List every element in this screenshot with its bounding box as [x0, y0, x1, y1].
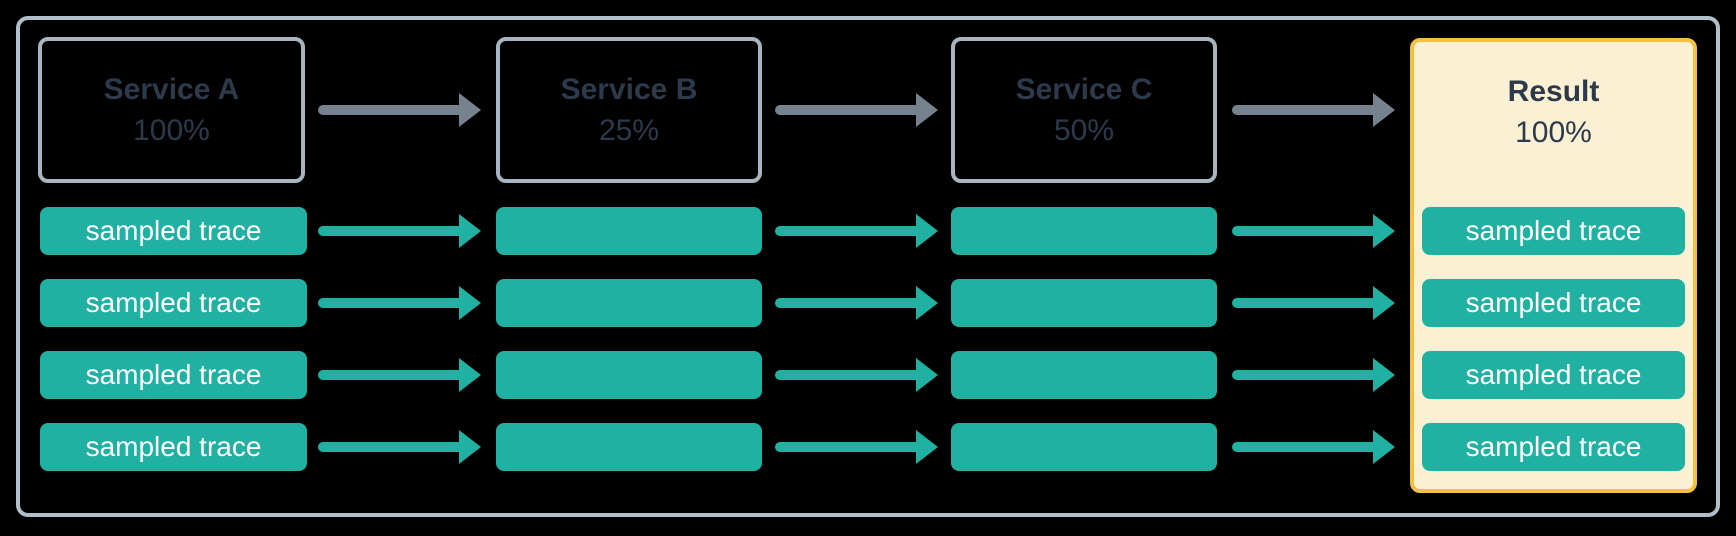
trace-arrow-icon — [775, 357, 938, 393]
trace-box — [496, 351, 762, 399]
arrow-shaft — [318, 105, 465, 115]
trace-box: sampled trace — [1422, 207, 1685, 255]
flow-arrow-a-to-b-icon — [318, 92, 481, 128]
arrow-shaft — [775, 370, 922, 380]
trace-arrow-icon — [318, 357, 481, 393]
trace-box — [951, 207, 1217, 255]
arrow-head — [459, 214, 481, 248]
service-b-title: Service B — [560, 73, 698, 106]
arrow-head — [916, 286, 938, 320]
arrow-head — [1373, 358, 1395, 392]
service-a-title: Service A — [103, 73, 240, 106]
arrow-shaft — [1232, 105, 1379, 115]
arrow-head — [459, 286, 481, 320]
trace-box: sampled trace — [1422, 351, 1685, 399]
result-header: Result 100% — [1414, 42, 1693, 182]
service-c-box: Service C 50% — [951, 37, 1217, 183]
arrow-head — [916, 430, 938, 464]
arrow-shaft — [775, 226, 922, 236]
trace-arrow-icon — [775, 429, 938, 465]
trace-box — [496, 207, 762, 255]
arrow-shaft — [775, 298, 922, 308]
trace-arrow-icon — [775, 213, 938, 249]
arrow-shaft — [1232, 226, 1379, 236]
arrow-head — [1373, 286, 1395, 320]
trace-box: sampled trace — [40, 351, 307, 399]
arrow-shaft — [318, 442, 465, 452]
result-percentage: 100% — [1515, 116, 1592, 149]
trace-box: sampled trace — [40, 279, 307, 327]
trace-arrow-icon — [318, 285, 481, 321]
flow-arrow-c-to-result-icon — [1232, 92, 1395, 128]
trace-box — [951, 279, 1217, 327]
trace-arrow-icon — [1232, 357, 1395, 393]
arrow-shaft — [775, 442, 922, 452]
arrow-head — [916, 214, 938, 248]
trace-box — [496, 279, 762, 327]
arrow-shaft — [318, 370, 465, 380]
arrow-head — [1373, 430, 1395, 464]
arrow-shaft — [318, 226, 465, 236]
arrow-head — [1373, 214, 1395, 248]
arrow-shaft — [318, 298, 465, 308]
result-title: Result — [1507, 75, 1600, 108]
arrow-shaft — [1232, 442, 1379, 452]
trace-box — [951, 351, 1217, 399]
arrow-head — [916, 93, 938, 127]
trace-box: sampled trace — [1422, 423, 1685, 471]
arrow-head — [459, 358, 481, 392]
service-c-title: Service C — [1015, 73, 1153, 106]
trace-arrow-icon — [1232, 285, 1395, 321]
service-b-percentage: 25% — [598, 114, 660, 147]
trace-box: sampled trace — [1422, 279, 1685, 327]
arrow-head — [459, 93, 481, 127]
arrow-head — [459, 430, 481, 464]
trace-box: sampled trace — [40, 207, 307, 255]
service-a-percentage: 100% — [133, 114, 210, 147]
flow-arrow-b-to-c-icon — [775, 92, 938, 128]
service-a-box: Service A 100% — [38, 37, 305, 183]
arrow-head — [1373, 93, 1395, 127]
trace-arrow-icon — [775, 285, 938, 321]
arrow-shaft — [775, 105, 922, 115]
outer-frame — [16, 16, 1720, 517]
service-b-box: Service B 25% — [496, 37, 762, 183]
arrow-shaft — [1232, 298, 1379, 308]
trace-box — [951, 423, 1217, 471]
service-c-percentage: 50% — [1053, 114, 1115, 147]
trace-box — [496, 423, 762, 471]
trace-arrow-icon — [1232, 213, 1395, 249]
result-panel: Result 100% — [1410, 38, 1697, 493]
trace-arrow-icon — [1232, 429, 1395, 465]
arrow-shaft — [1232, 370, 1379, 380]
trace-box: sampled trace — [40, 423, 307, 471]
trace-arrow-icon — [318, 429, 481, 465]
trace-arrow-icon — [318, 213, 481, 249]
arrow-head — [916, 358, 938, 392]
